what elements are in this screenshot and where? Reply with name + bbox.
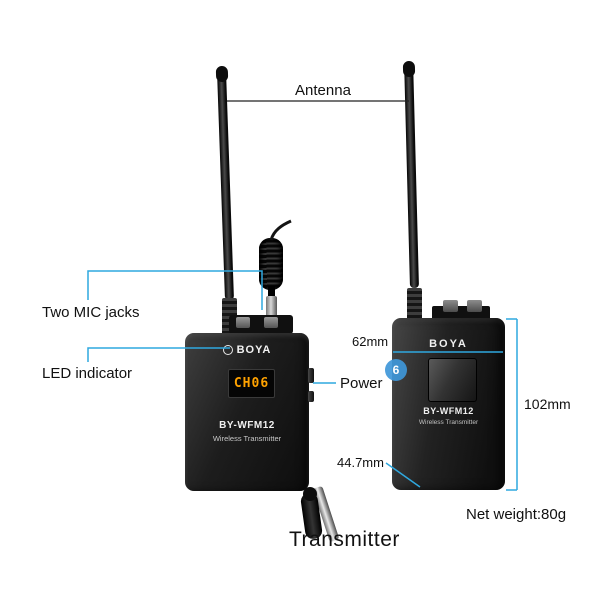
front-brand-label: BOYA xyxy=(236,344,272,356)
side-button xyxy=(308,391,314,402)
power-label: Power xyxy=(340,375,383,392)
cable-tail xyxy=(269,219,292,241)
led-indicator-label: LED indicator xyxy=(42,365,133,382)
back-display-window xyxy=(428,358,477,402)
coiled-cable xyxy=(259,238,283,290)
front-brand-row: BOYA xyxy=(185,344,309,356)
lavalier-mic-cap xyxy=(303,487,317,501)
width-label: 62mm xyxy=(352,334,389,349)
antenna-left xyxy=(217,75,234,301)
antenna-label: Antenna xyxy=(295,82,351,99)
antenna-left-tip-icon xyxy=(215,65,229,83)
led-display-text: CH06 xyxy=(233,376,270,391)
mic-jack-1 xyxy=(236,317,250,328)
transmitter-back-body xyxy=(392,318,505,490)
depth-label: 44.7mm xyxy=(337,455,384,470)
cable-plug xyxy=(266,296,277,319)
front-type-label: Wireless Transmitter xyxy=(212,434,282,443)
power-button xyxy=(308,368,314,383)
antenna-right-tip-icon xyxy=(402,60,416,78)
boya-logo-icon xyxy=(222,345,233,355)
front-model-label: BY-WFM12 xyxy=(219,420,275,431)
back-jack-2 xyxy=(467,300,482,312)
transmitter-front-body xyxy=(185,333,309,491)
led-display: CH06 xyxy=(228,369,275,398)
cable-neck xyxy=(268,286,275,298)
net-weight-label: Net weight:80g xyxy=(466,506,567,523)
antenna-right xyxy=(404,69,419,289)
mic-jacks-label: Two MIC jacks xyxy=(42,304,140,321)
mic-jack-2 xyxy=(264,317,278,328)
back-model-label: BY-WFM12 xyxy=(423,406,474,416)
number-badge: 6 xyxy=(385,359,407,381)
back-jack-1 xyxy=(443,300,458,312)
back-type-label: Wireless Transmitter xyxy=(418,419,479,426)
back-brand-label: BOYA xyxy=(429,338,468,350)
antenna-right-base xyxy=(407,288,422,320)
page-title: Transmitter xyxy=(289,528,400,551)
height-label: 102mm xyxy=(524,396,571,412)
